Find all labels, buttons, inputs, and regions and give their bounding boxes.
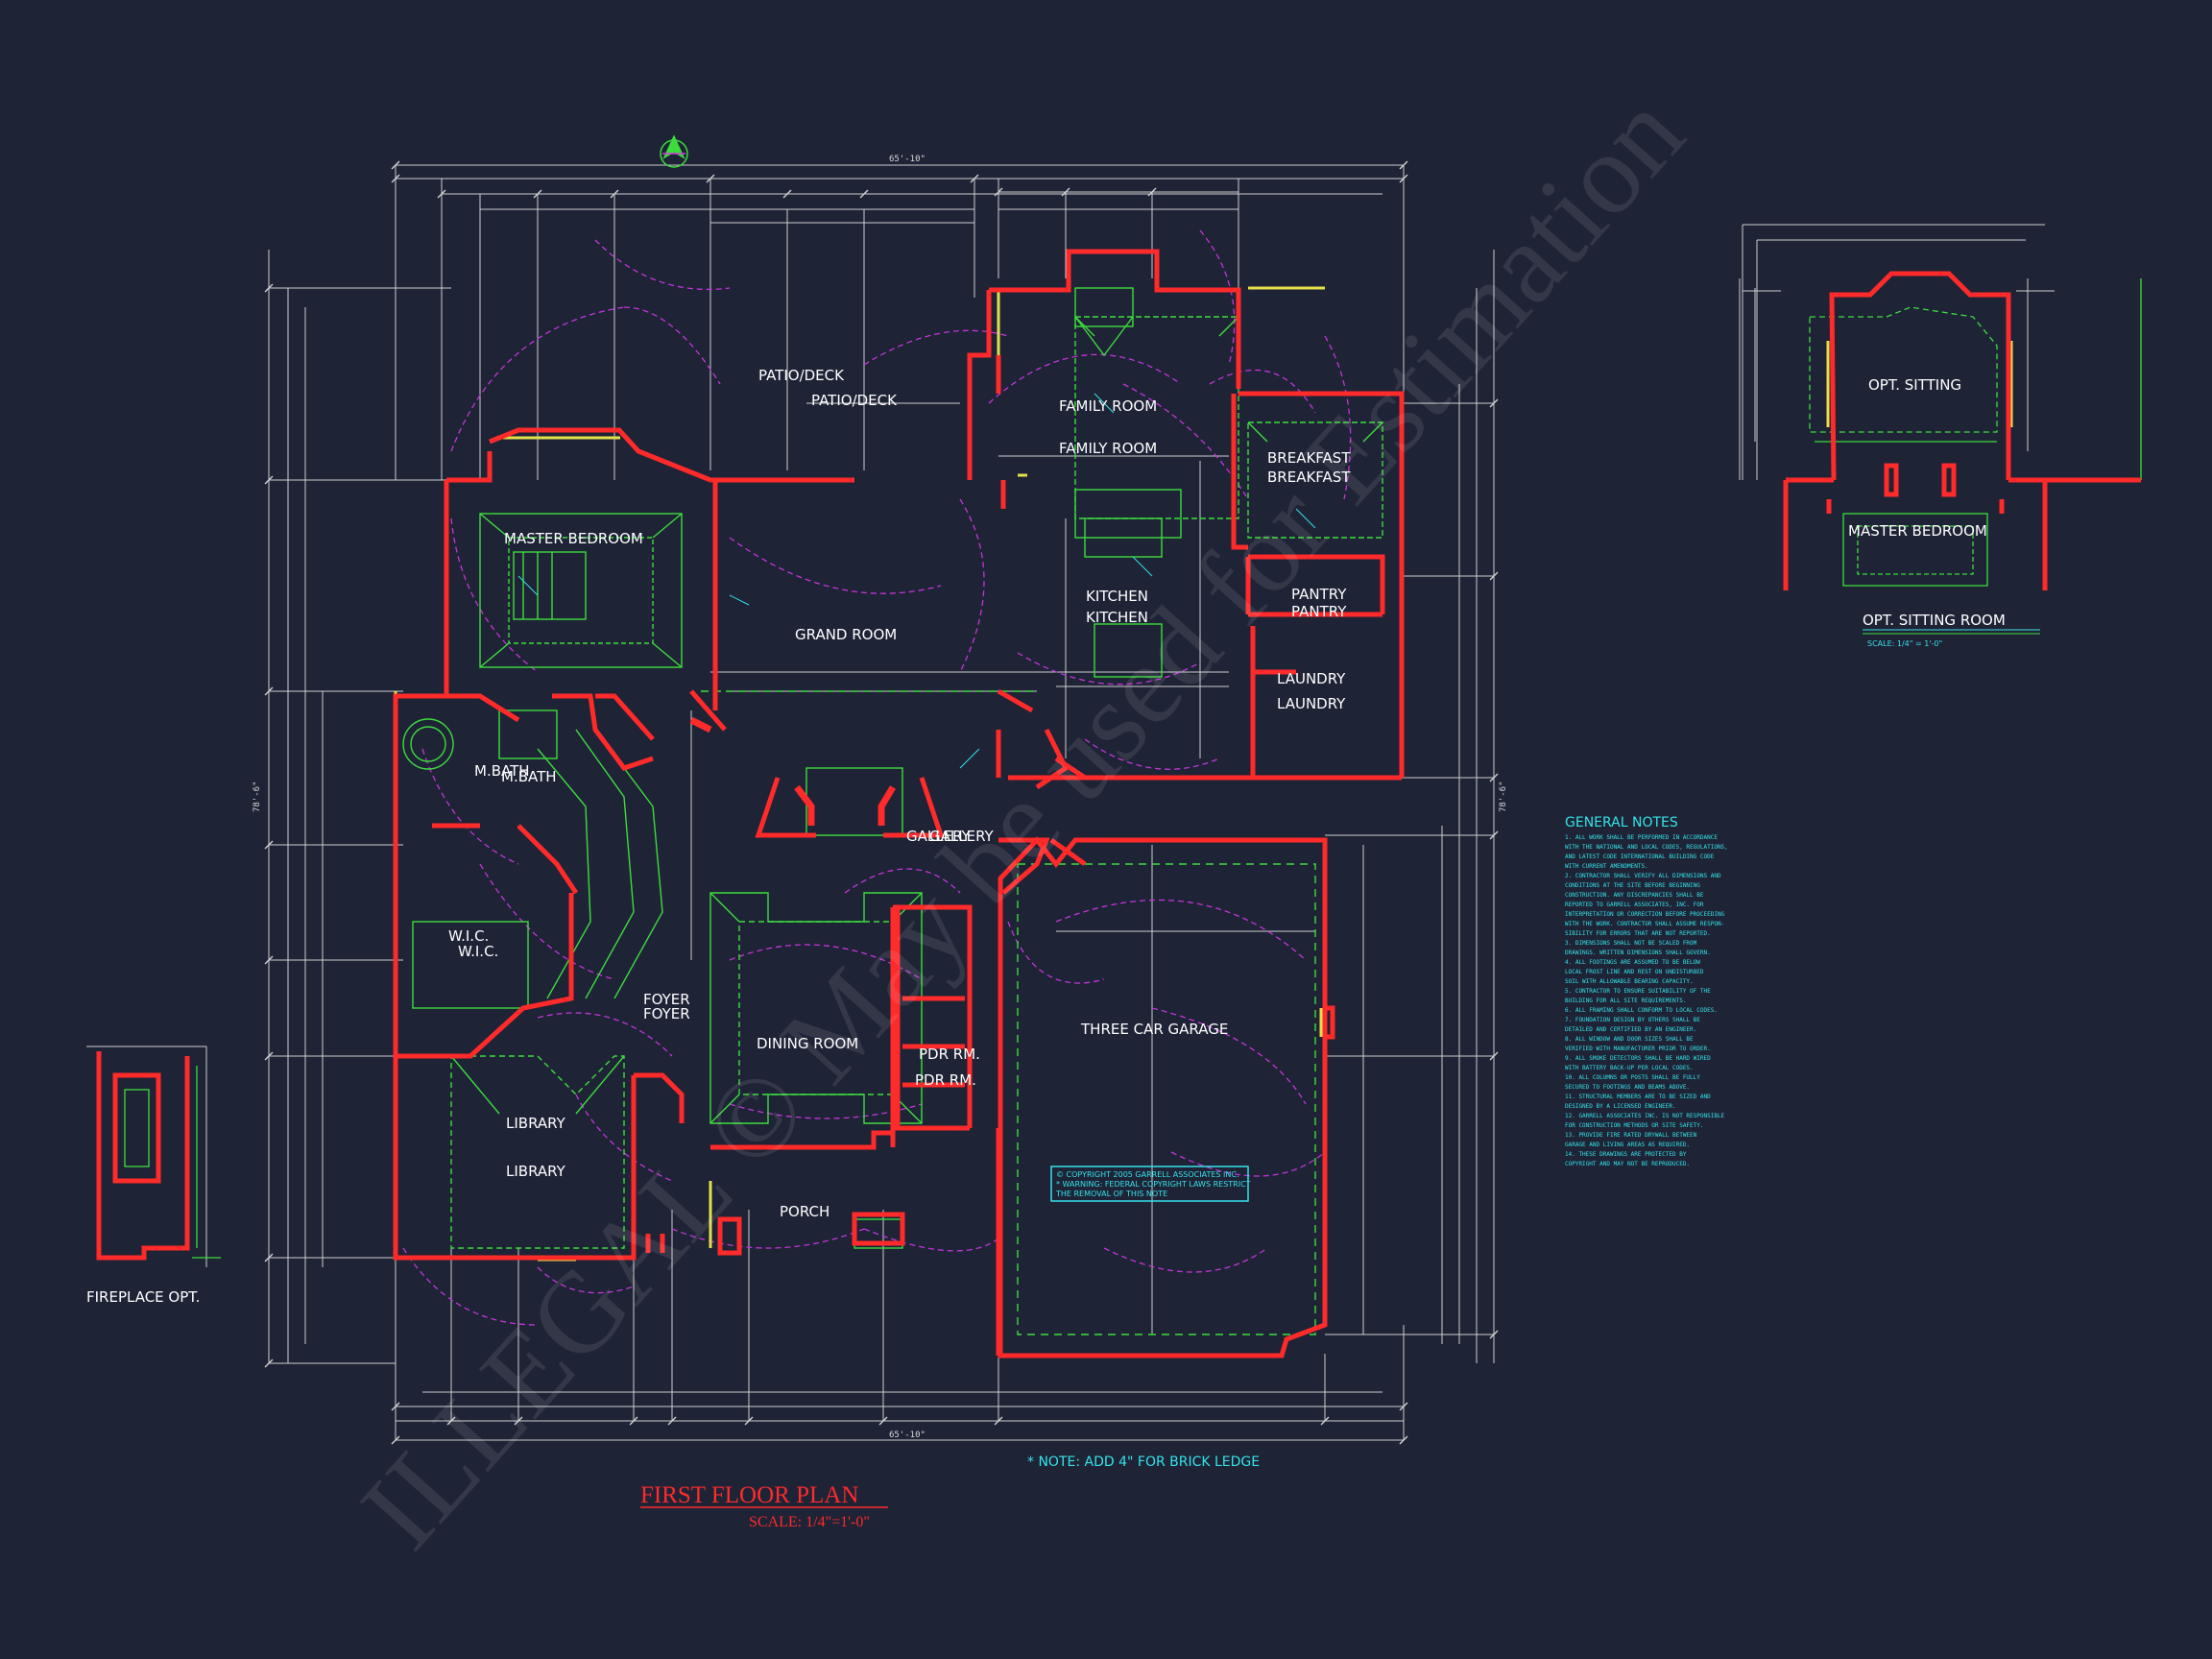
room-label-breakfast-2: BREAKFAST bbox=[1267, 469, 1351, 486]
room-label-patio: PATIO/DECK bbox=[758, 367, 845, 384]
general-note-line: INTERPRETATION OR CORRECTION BEFORE PROC… bbox=[1565, 911, 1725, 918]
room-label-kitchen-2: KITCHEN bbox=[1086, 609, 1148, 626]
plan-title: FIRST FLOOR PLAN bbox=[640, 1482, 858, 1508]
plan-scale: SCALE: 1/4"=1'-0" bbox=[749, 1514, 870, 1530]
general-note-line: CONDITIONS AT THE SITE BEFORE BEGINNING bbox=[1565, 882, 1700, 889]
svg-text:ILLEGAL © May be used for Est: ILLEGAL © May be used for Estimation bbox=[336, 69, 1707, 1572]
opt-sitting-inset: OPT. SITTING MASTER BEDROOM OPT. SITTING… bbox=[1739, 224, 2142, 648]
north-arrow-icon bbox=[660, 134, 688, 168]
room-label-family: FAMILY ROOM bbox=[1059, 397, 1157, 415]
room-label-gallery-2: GALLERY bbox=[929, 828, 995, 845]
general-note-line: 12. GARRELL ASSOCIATES INC. IS NOT RESPO… bbox=[1565, 1113, 1725, 1119]
general-note-line: 4. ALL FOOTINGS ARE ASSUMED TO BE BELOW bbox=[1565, 959, 1700, 966]
room-labels: PATIO/DECK PATIO/DECK FAMILY ROOM FAMILY… bbox=[448, 367, 1351, 1220]
room-label-gallery: GALLERY bbox=[906, 828, 972, 845]
room-label-patio-2: PATIO/DECK bbox=[811, 392, 898, 409]
room-label-laundry: LAUNDRY bbox=[1277, 670, 1346, 687]
general-note-line: SECURED TO FOOTINGS AND BEAMS ABOVE. bbox=[1565, 1084, 1690, 1091]
electrical-wiring bbox=[402, 229, 1352, 1326]
general-note-line: 2. CONTRACTOR SHALL VERIFY ALL DIMENSION… bbox=[1565, 873, 1721, 879]
annotation-leaders bbox=[517, 393, 1316, 1202]
plan-title-block: FIRST FLOOR PLAN SCALE: 1/4"=1'-0" * NOT… bbox=[640, 1455, 1260, 1530]
general-note-line: BUILDING FOR ALL SITE REQUIREMENTS. bbox=[1565, 998, 1686, 1004]
room-label-library: LIBRARY bbox=[506, 1115, 566, 1132]
general-note-line: WITH THE NATIONAL AND LOCAL CODES, REGUL… bbox=[1565, 844, 1728, 851]
general-note-line: WITH THE WORK. CONTRACTOR SHALL ASSUME R… bbox=[1565, 921, 1724, 927]
room-label-foyer: FOYER bbox=[643, 991, 690, 1008]
svg-text:65'-10": 65'-10" bbox=[889, 1431, 926, 1440]
general-note-line: REPORTED TO GARRELL ASSOCIATES, INC. FOR bbox=[1565, 902, 1704, 908]
watermark: ILLEGAL © May be used for Estimation bbox=[336, 69, 1707, 1572]
general-note-line: DESIGNED BY A LICENSED ENGINEER. bbox=[1565, 1103, 1676, 1110]
room-label-breakfast: BREAKFAST bbox=[1267, 449, 1351, 467]
general-note-line: FOR CONSTRUCTION METHODS OR SITE SAFETY. bbox=[1565, 1122, 1704, 1129]
brick-ledge-note: * NOTE: ADD 4" FOR BRICK LEDGE bbox=[1027, 1455, 1260, 1470]
general-note-line: GARAGE AND LIVING AREAS AS REQUIRED. bbox=[1565, 1142, 1690, 1148]
svg-text:GENERAL NOTES: GENERAL NOTES bbox=[1565, 815, 1678, 830]
general-notes: GENERAL NOTES 1. ALL WORK SHALL BE PERFO… bbox=[1565, 815, 1728, 1167]
svg-text:THE REMOVAL OF THIS NOTE: THE REMOVAL OF THIS NOTE bbox=[1055, 1190, 1167, 1198]
room-label-wic: W.I.C. bbox=[448, 927, 489, 945]
ceiling-and-fixtures bbox=[402, 287, 1383, 1335]
room-label-pantry: PANTRY bbox=[1291, 586, 1347, 603]
svg-text:65'-10": 65'-10" bbox=[889, 155, 926, 164]
general-note-line: 3. DIMENSIONS SHALL NOT BE SCALED FROM bbox=[1565, 940, 1697, 947]
fireplace-title: FIREPLACE OPT. bbox=[86, 1288, 200, 1306]
dimension-lines bbox=[268, 164, 1495, 1441]
inset-title: OPT. SITTING ROOM bbox=[1863, 612, 2006, 629]
svg-text:© COPYRIGHT 2005 GARRELL ASSOC: © COPYRIGHT 2005 GARRELL ASSOCIATES INC. bbox=[1056, 1170, 1238, 1179]
general-note-line: SIBILITY FOR ERRORS THAT ARE NOT REPORTE… bbox=[1565, 930, 1711, 937]
inset-scale: SCALE: 1/4" = 1'-0" bbox=[1867, 639, 1942, 648]
general-note-line: SOIL WITH ALLOWABLE BEARING CAPACITY. bbox=[1565, 978, 1694, 985]
dimension-values: 65'-10" 65'-10" 78'-6" 78'-6" bbox=[252, 155, 1508, 1440]
general-note-line: CONSTRUCTION. ANY DISCREPANCIES SHALL BE bbox=[1565, 892, 1704, 899]
svg-text:78'-6": 78'-6" bbox=[1499, 781, 1508, 812]
room-label-mbath-2: M.BATH bbox=[501, 768, 557, 785]
general-note-line: 8. ALL WINDOW AND DOOR SIZES SHALL BE bbox=[1565, 1036, 1694, 1043]
general-note-line: WITH BATTERY BACK-UP PER LOCAL CODES. bbox=[1565, 1065, 1694, 1071]
room-label-pdr-2: PDR RM. bbox=[915, 1071, 976, 1089]
general-note-line: 1. ALL WORK SHALL BE PERFORMED IN ACCORD… bbox=[1565, 834, 1718, 841]
room-label-garage: THREE CAR GARAGE bbox=[1080, 1021, 1228, 1038]
svg-text:78'-6": 78'-6" bbox=[252, 781, 262, 812]
general-note-line: LOCAL FROST LINE AND REST ON UNDISTURBED bbox=[1565, 969, 1704, 975]
fireplace-inset: FIREPLACE OPT. bbox=[86, 1046, 221, 1306]
room-label-family-2: FAMILY ROOM bbox=[1059, 440, 1157, 457]
svg-text:* WARNING: FEDERAL COPYRIGHT L: * WARNING: FEDERAL COPYRIGHT LAWS RESTRI… bbox=[1056, 1180, 1251, 1189]
inset-label-master: MASTER BEDROOM bbox=[1848, 522, 1987, 540]
general-note-line: VERIFIED WITH MANUFACTURER PRIOR TO ORDE… bbox=[1565, 1046, 1711, 1052]
room-label-mbath: M.BATH bbox=[474, 762, 530, 780]
dimension-ticks bbox=[264, 160, 1499, 1445]
general-note-line: 6. ALL FRAMING SHALL CONFORM TO LOCAL CO… bbox=[1565, 1007, 1718, 1014]
room-label-wic-2: W.I.C. bbox=[458, 943, 498, 960]
general-note-line: COPYRIGHT AND MAY NOT BE REPRODUCED. bbox=[1565, 1161, 1690, 1167]
room-label-laundry-2: LAUNDRY bbox=[1277, 695, 1346, 712]
general-note-line: 13. PROVIDE FIRE RATED DRYWALL BETWEEN bbox=[1565, 1132, 1697, 1139]
room-label-foyer-2: FOYER bbox=[643, 1005, 690, 1022]
general-note-line: WITH CURRENT AMENDMENTS. bbox=[1565, 863, 1648, 870]
copyright-note: © COPYRIGHT 2005 GARRELL ASSOCIATES INC.… bbox=[1055, 1170, 1251, 1198]
general-note-line: 14. THESE DRAWINGS ARE PROTECTED BY bbox=[1565, 1151, 1687, 1158]
room-label-dining: DINING ROOM bbox=[757, 1035, 858, 1052]
room-label-master: MASTER BEDROOM bbox=[504, 530, 643, 547]
general-note-line: 11. STRUCTURAL MEMBERS ARE TO BE SIZED A… bbox=[1565, 1094, 1711, 1100]
general-note-line: DRAWINGS. WRITTEN DIMENSIONS SHALL GOVER… bbox=[1565, 950, 1711, 956]
room-label-porch: PORCH bbox=[780, 1203, 830, 1220]
room-label-pdr: PDR RM. bbox=[919, 1046, 980, 1063]
room-label-kitchen: KITCHEN bbox=[1086, 588, 1148, 605]
windows bbox=[394, 286, 1404, 1358]
room-label-library-2: LIBRARY bbox=[506, 1163, 566, 1180]
general-note-line: 7. FOUNDATION DESIGN BY OTHERS SHALL BE bbox=[1565, 1017, 1700, 1023]
room-label-grand: GRAND ROOM bbox=[795, 626, 897, 643]
general-note-line: AND LATEST CODE INTERNATIONAL BUILDING C… bbox=[1565, 854, 1715, 860]
inset-label-sitting: OPT. SITTING bbox=[1868, 376, 1961, 394]
general-note-line: 9. ALL SMOKE DETECTORS SHALL BE HARD WIR… bbox=[1565, 1055, 1711, 1062]
room-label-pantry-2: PANTRY bbox=[1291, 603, 1347, 620]
general-note-line: DETAILED AND CERTIFIED BY AN ENGINEER. bbox=[1565, 1026, 1696, 1033]
wall-accents bbox=[689, 716, 897, 826]
general-note-line: 5. CONTRACTOR TO ENSURE SUITABILITY OF T… bbox=[1565, 988, 1711, 995]
general-note-line: 10. ALL COLUMNS OR POSTS SHALL BE FULLY bbox=[1565, 1074, 1700, 1081]
walls bbox=[393, 249, 1405, 1358]
